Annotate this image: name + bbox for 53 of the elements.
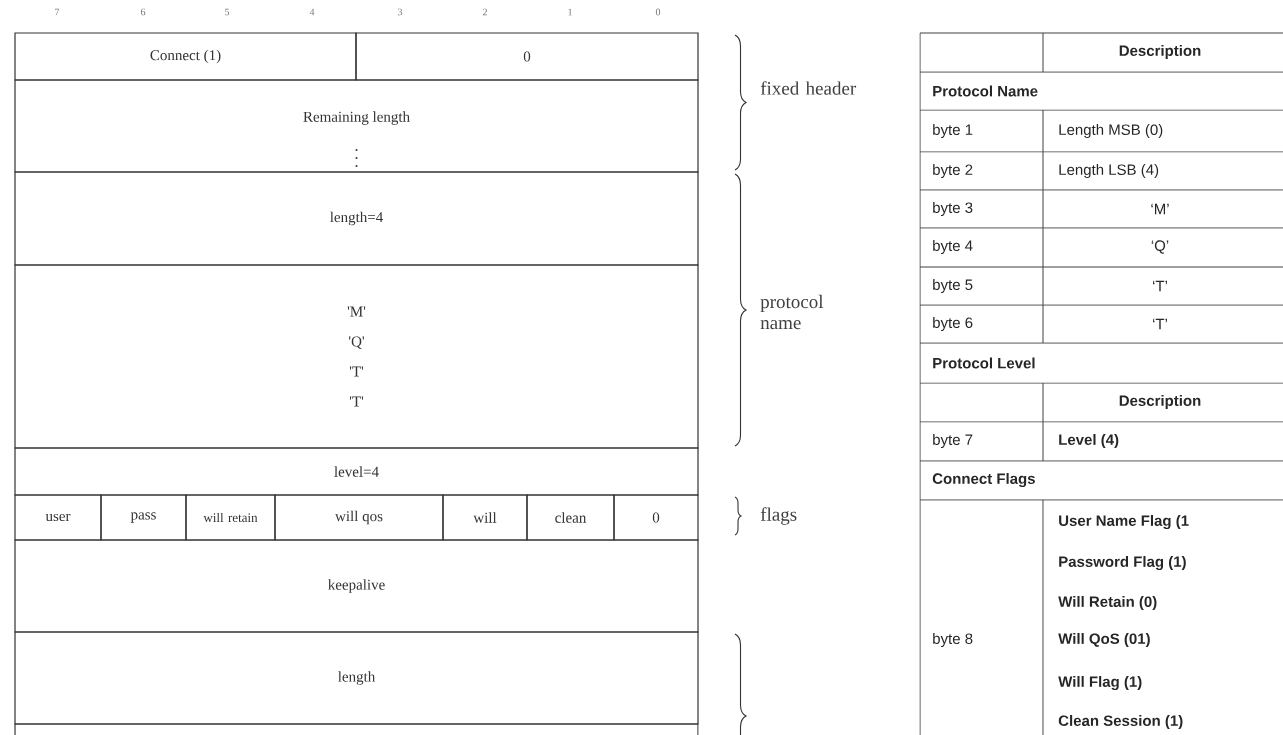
field-box: 'M' 'Q' 'T' 'T' (14, 264, 699, 449)
field-box: keepalive (14, 539, 699, 633)
field-box: Connect (1) (14, 32, 357, 81)
header-cell: Description (1119, 45, 1201, 59)
field-box: pass (100, 494, 187, 541)
bit-number: 4 (309, 8, 315, 16)
bit-number: 6 (140, 8, 146, 16)
table-cell: byte 5 (933, 279, 973, 293)
table-cell: Password Flag (1) (1059, 555, 1186, 570)
field-box: Remaining length (14, 79, 699, 173)
field-box: user (14, 494, 102, 541)
table-cell: Connect Flags (932, 472, 1035, 487)
table-cell: User Name Flag (1 (1059, 514, 1189, 529)
header-cell: Description (1119, 395, 1201, 409)
field-box: will (442, 494, 528, 541)
table-cell: Clean Session (1) (1058, 715, 1183, 729)
field-box: length (14, 631, 699, 725)
brace-label: flags (760, 507, 797, 525)
table-cell: ‘T’ (1153, 318, 1167, 330)
bit-number: 2 (482, 8, 487, 16)
table-cell: byte 3 (933, 202, 973, 216)
table-cell: ‘T’ (1153, 280, 1167, 292)
table-cell: Protocol Level (933, 357, 1035, 369)
field-box (14, 723, 699, 735)
bit-number: 7 (55, 8, 60, 16)
table-cell: Will Retain (0) (1058, 596, 1157, 610)
table-cell: byte 1 (933, 124, 973, 138)
field-box: 0 (355, 32, 699, 81)
table-cell: byte 8 (933, 633, 973, 647)
table-cell: Level (4) (1059, 434, 1119, 448)
table-cell: ‘M’ (1151, 203, 1169, 215)
table-cell: Will QoS (01) (1058, 633, 1150, 647)
brace-label: protocol name (760, 294, 824, 330)
table-cell: byte 7 (933, 434, 973, 448)
table-cell: Length LSB (4) (1059, 164, 1159, 178)
field-box: will qos (274, 494, 444, 541)
bit-number: 0 (655, 8, 661, 16)
field-box: 0 (613, 494, 699, 541)
table-cell: byte 2 (933, 164, 973, 178)
table-cell: byte 6 (933, 317, 973, 331)
table-cell: ‘Q’ (1151, 240, 1169, 254)
table-cell: Protocol Name (933, 85, 1038, 97)
field-box: length=4 (14, 171, 699, 266)
field-box: clean (526, 494, 615, 541)
field-box: will retain (185, 494, 276, 541)
table-cell: byte 4 (933, 240, 973, 254)
table-cell: Length MSB (0) (1059, 124, 1163, 138)
brace-label: fixed header (760, 81, 857, 95)
bit-number: 5 (225, 8, 230, 16)
field-box: level=4 (14, 447, 699, 496)
bit-number: 3 (398, 8, 403, 16)
bit-number: 1 (568, 8, 572, 16)
table-cell: Will Flag (1) (1058, 675, 1142, 690)
